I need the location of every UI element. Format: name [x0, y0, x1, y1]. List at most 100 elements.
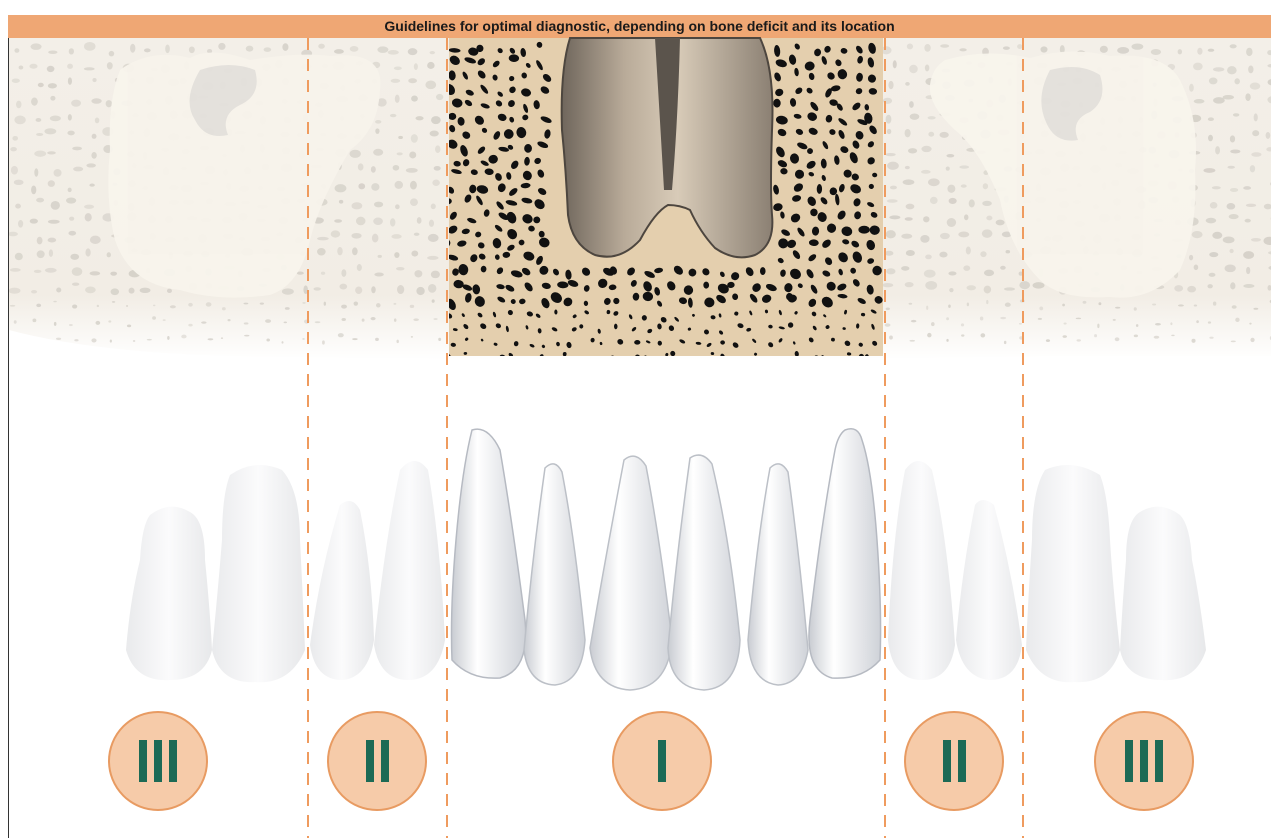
- bone-pore: [68, 231, 76, 236]
- bone-pore: [969, 199, 975, 207]
- bone-pore: [967, 302, 969, 306]
- numeral-bar: [169, 740, 177, 782]
- bone-pore: [890, 186, 897, 190]
- bone-pore: [1250, 83, 1260, 90]
- bone-pore: [1250, 165, 1255, 172]
- bone-pore: [911, 320, 916, 322]
- bone-pore: [1000, 266, 1006, 270]
- bone-pore: [1098, 302, 1101, 305]
- bone-pore: [395, 204, 400, 209]
- bone-pore: [434, 318, 438, 320]
- bone-pore: [1136, 324, 1138, 327]
- bone-pore: [1155, 323, 1161, 325]
- bone-pore: [9, 288, 21, 294]
- bone-pore: [1063, 335, 1067, 338]
- bone-pore: [32, 319, 36, 323]
- bone-pore: [949, 288, 953, 292]
- bone-pore: [416, 287, 424, 295]
- bone-pore: [1223, 95, 1234, 99]
- bone-pore: [1115, 307, 1120, 309]
- bone-pore: [1196, 320, 1199, 323]
- bone-pore: [14, 180, 24, 185]
- bone-pore: [315, 321, 321, 323]
- bone-pore: [395, 95, 400, 103]
- bone-pore: [390, 218, 395, 226]
- bone-pore: [108, 320, 111, 322]
- bone-pore: [434, 166, 441, 171]
- bone-pore: [910, 113, 920, 119]
- bone-pore: [29, 64, 37, 69]
- tooth-premolar-left-2: [374, 461, 445, 680]
- bone-pore: [1207, 284, 1212, 288]
- bone-pore: [19, 340, 21, 344]
- bone-pore: [350, 46, 359, 52]
- bone-pore: [334, 49, 344, 54]
- bone-pore: [110, 339, 112, 342]
- bone-pore: [396, 340, 398, 344]
- bone-pore: [282, 43, 288, 51]
- bone-pore: [1230, 44, 1237, 48]
- bone-pore: [887, 199, 898, 203]
- bone-pore: [317, 248, 326, 255]
- bone-pore: [1076, 318, 1081, 320]
- bone-pore: [1154, 336, 1160, 339]
- bone-pore: [1245, 93, 1250, 101]
- bone-pore: [882, 283, 893, 287]
- bone-pore: [1229, 249, 1233, 253]
- bone-pore: [106, 100, 112, 107]
- bone-pore: [905, 129, 911, 137]
- numeral-bar: [1140, 740, 1148, 782]
- bone-pore: [48, 220, 60, 224]
- bone-pore: [947, 218, 956, 227]
- bone-pore: [1197, 48, 1202, 55]
- zone-badge-iii-left: [108, 711, 208, 811]
- bone-pore: [931, 322, 935, 326]
- tooth-row: [126, 429, 1206, 690]
- bone-pore: [1213, 67, 1224, 71]
- bone-pore: [376, 303, 381, 307]
- bone-pore: [414, 233, 420, 236]
- bone-pore: [430, 130, 439, 136]
- bone-pore: [1248, 65, 1253, 73]
- bone-pore: [1208, 117, 1214, 121]
- bone-pore: [181, 335, 186, 339]
- bone-pore: [90, 271, 101, 275]
- bone-pore: [903, 179, 915, 185]
- bone-pore: [1189, 255, 1193, 261]
- bone-pore: [72, 267, 83, 276]
- bone-pore: [961, 323, 964, 326]
- bone-pore: [91, 338, 96, 342]
- bone-pore: [1246, 204, 1256, 207]
- bone-pore: [48, 51, 57, 54]
- bone-pore: [15, 204, 21, 209]
- bone-pore: [1178, 304, 1184, 306]
- bone-pore: [1233, 113, 1239, 116]
- bone-pore: [85, 248, 90, 256]
- bone-pore: [144, 48, 151, 52]
- bone-pore: [1223, 236, 1235, 243]
- bone-pore: [431, 204, 436, 210]
- bone-pore: [411, 336, 413, 338]
- bone-pore: [886, 115, 892, 124]
- bone-pore: [760, 267, 766, 275]
- bone-pore: [1039, 307, 1043, 311]
- bone-pore: [91, 152, 96, 159]
- bone-pore: [948, 305, 951, 308]
- bone-pore: [946, 339, 948, 342]
- bone-pore: [889, 215, 900, 219]
- bone-pore: [10, 268, 21, 272]
- bone-pore: [1230, 149, 1240, 153]
- bone-pore: [1209, 273, 1216, 277]
- bone-pore: [1213, 301, 1216, 305]
- bone-pore: [68, 114, 72, 120]
- tooth-incisor-lateral-right: [748, 464, 808, 685]
- bone-pore: [10, 147, 17, 151]
- bone-pore: [982, 229, 993, 237]
- numeral-bar: [381, 740, 389, 782]
- bone-pore: [1083, 301, 1087, 304]
- bone-pore: [97, 305, 99, 307]
- bone-pore: [907, 43, 913, 49]
- bone-pore: [1170, 322, 1172, 325]
- bone-pore: [165, 45, 170, 54]
- tooth-molar-left-outer: [126, 507, 212, 680]
